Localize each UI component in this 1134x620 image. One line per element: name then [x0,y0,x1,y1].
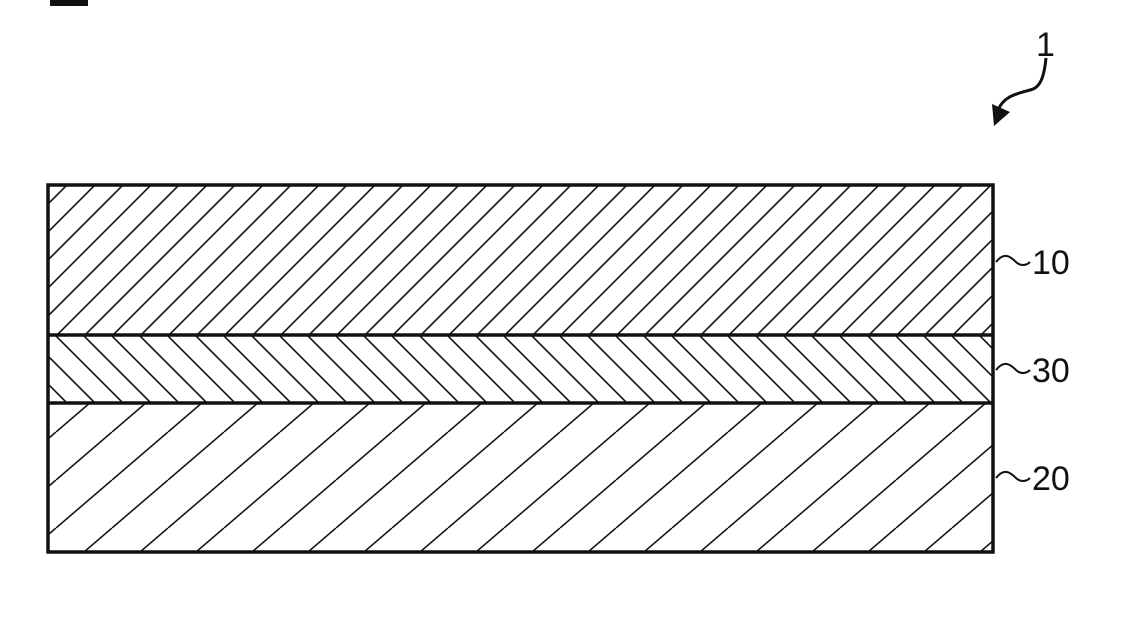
leader-10 [995,255,1031,266]
layer-30-label: 30 [1032,352,1070,390]
figure-header-mark [50,0,88,6]
leader-20 [995,471,1031,482]
layer-20-label: 20 [1032,460,1070,498]
assembly-label: 1 [1036,26,1055,64]
layer-30 [48,335,993,403]
layer-20 [48,403,993,552]
layer-10 [48,185,993,335]
outer-outline [46,183,995,554]
assembly-arrow-icon [992,57,1048,126]
layer-10-label: 10 [1032,244,1070,282]
leader-30 [995,363,1031,374]
